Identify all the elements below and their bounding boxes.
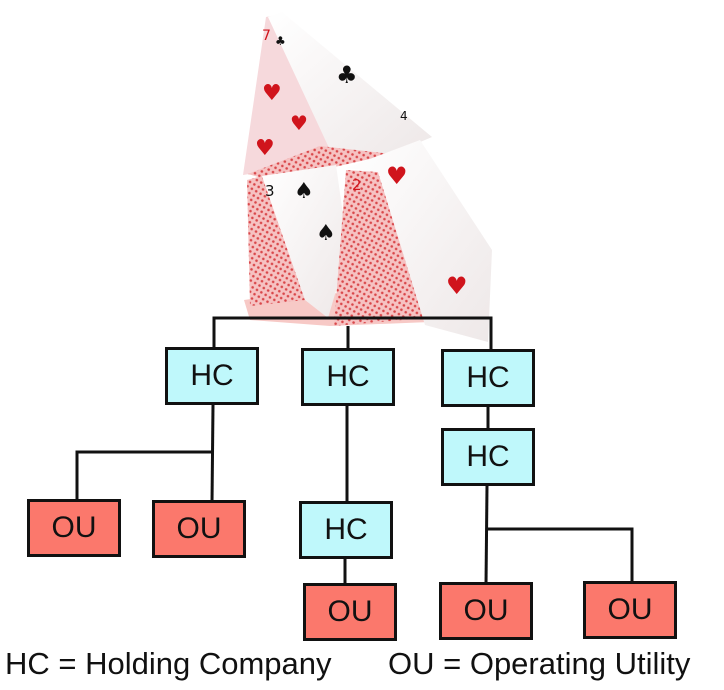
card-three-back [247, 176, 305, 306]
holding-company-box: HC [441, 428, 535, 486]
card-four-clubs [268, 12, 432, 154]
card-two-hearts [346, 140, 492, 342]
connector-hc-right-sub-down [484, 485, 489, 586]
spade-pip: ♠ [294, 179, 314, 204]
holding-company-box: HC [301, 348, 395, 406]
legend-holding-company: HC = Holding Company [5, 646, 332, 681]
operating-utility-box: OU [439, 582, 533, 640]
rank-four: 4 [400, 109, 408, 123]
connector-hc-left-down [210, 404, 215, 504]
connector-hc-right-sub-branch [487, 527, 634, 584]
card-seven-hearts [243, 14, 330, 175]
heart-pip: ♥ [386, 162, 408, 190]
holding-company-box: HC [441, 349, 535, 407]
rank-two: 2 [352, 176, 362, 194]
operating-utility-box: OU [152, 500, 246, 558]
heart-pip: ♥ [446, 272, 468, 300]
holding-company-box: HC [299, 501, 393, 559]
spade-pip: ♠ [316, 221, 336, 246]
card-two-back [334, 170, 425, 326]
heart-pip: ♥ [262, 81, 282, 106]
legend-operating-utility: OU = Operating Utility [388, 646, 691, 681]
heart-pip: ♥ [290, 111, 308, 135]
rank-seven: 7 [262, 28, 271, 44]
club-pip: ♣ [336, 61, 358, 89]
holding-company-box: HC [165, 347, 259, 405]
connector-top [212, 316, 493, 352]
rank-three: 3 [265, 182, 275, 200]
card-three-spades [262, 165, 348, 318]
heart-pip: ♥ [255, 136, 275, 161]
operating-utility-box: OU [583, 581, 677, 639]
connector-hc-left-branch [75, 450, 213, 502]
operating-utility-box: OU [27, 499, 121, 557]
card-flat-back [248, 146, 392, 178]
club-pip: ♣ [275, 34, 286, 48]
operating-utility-box: OU [303, 583, 397, 641]
